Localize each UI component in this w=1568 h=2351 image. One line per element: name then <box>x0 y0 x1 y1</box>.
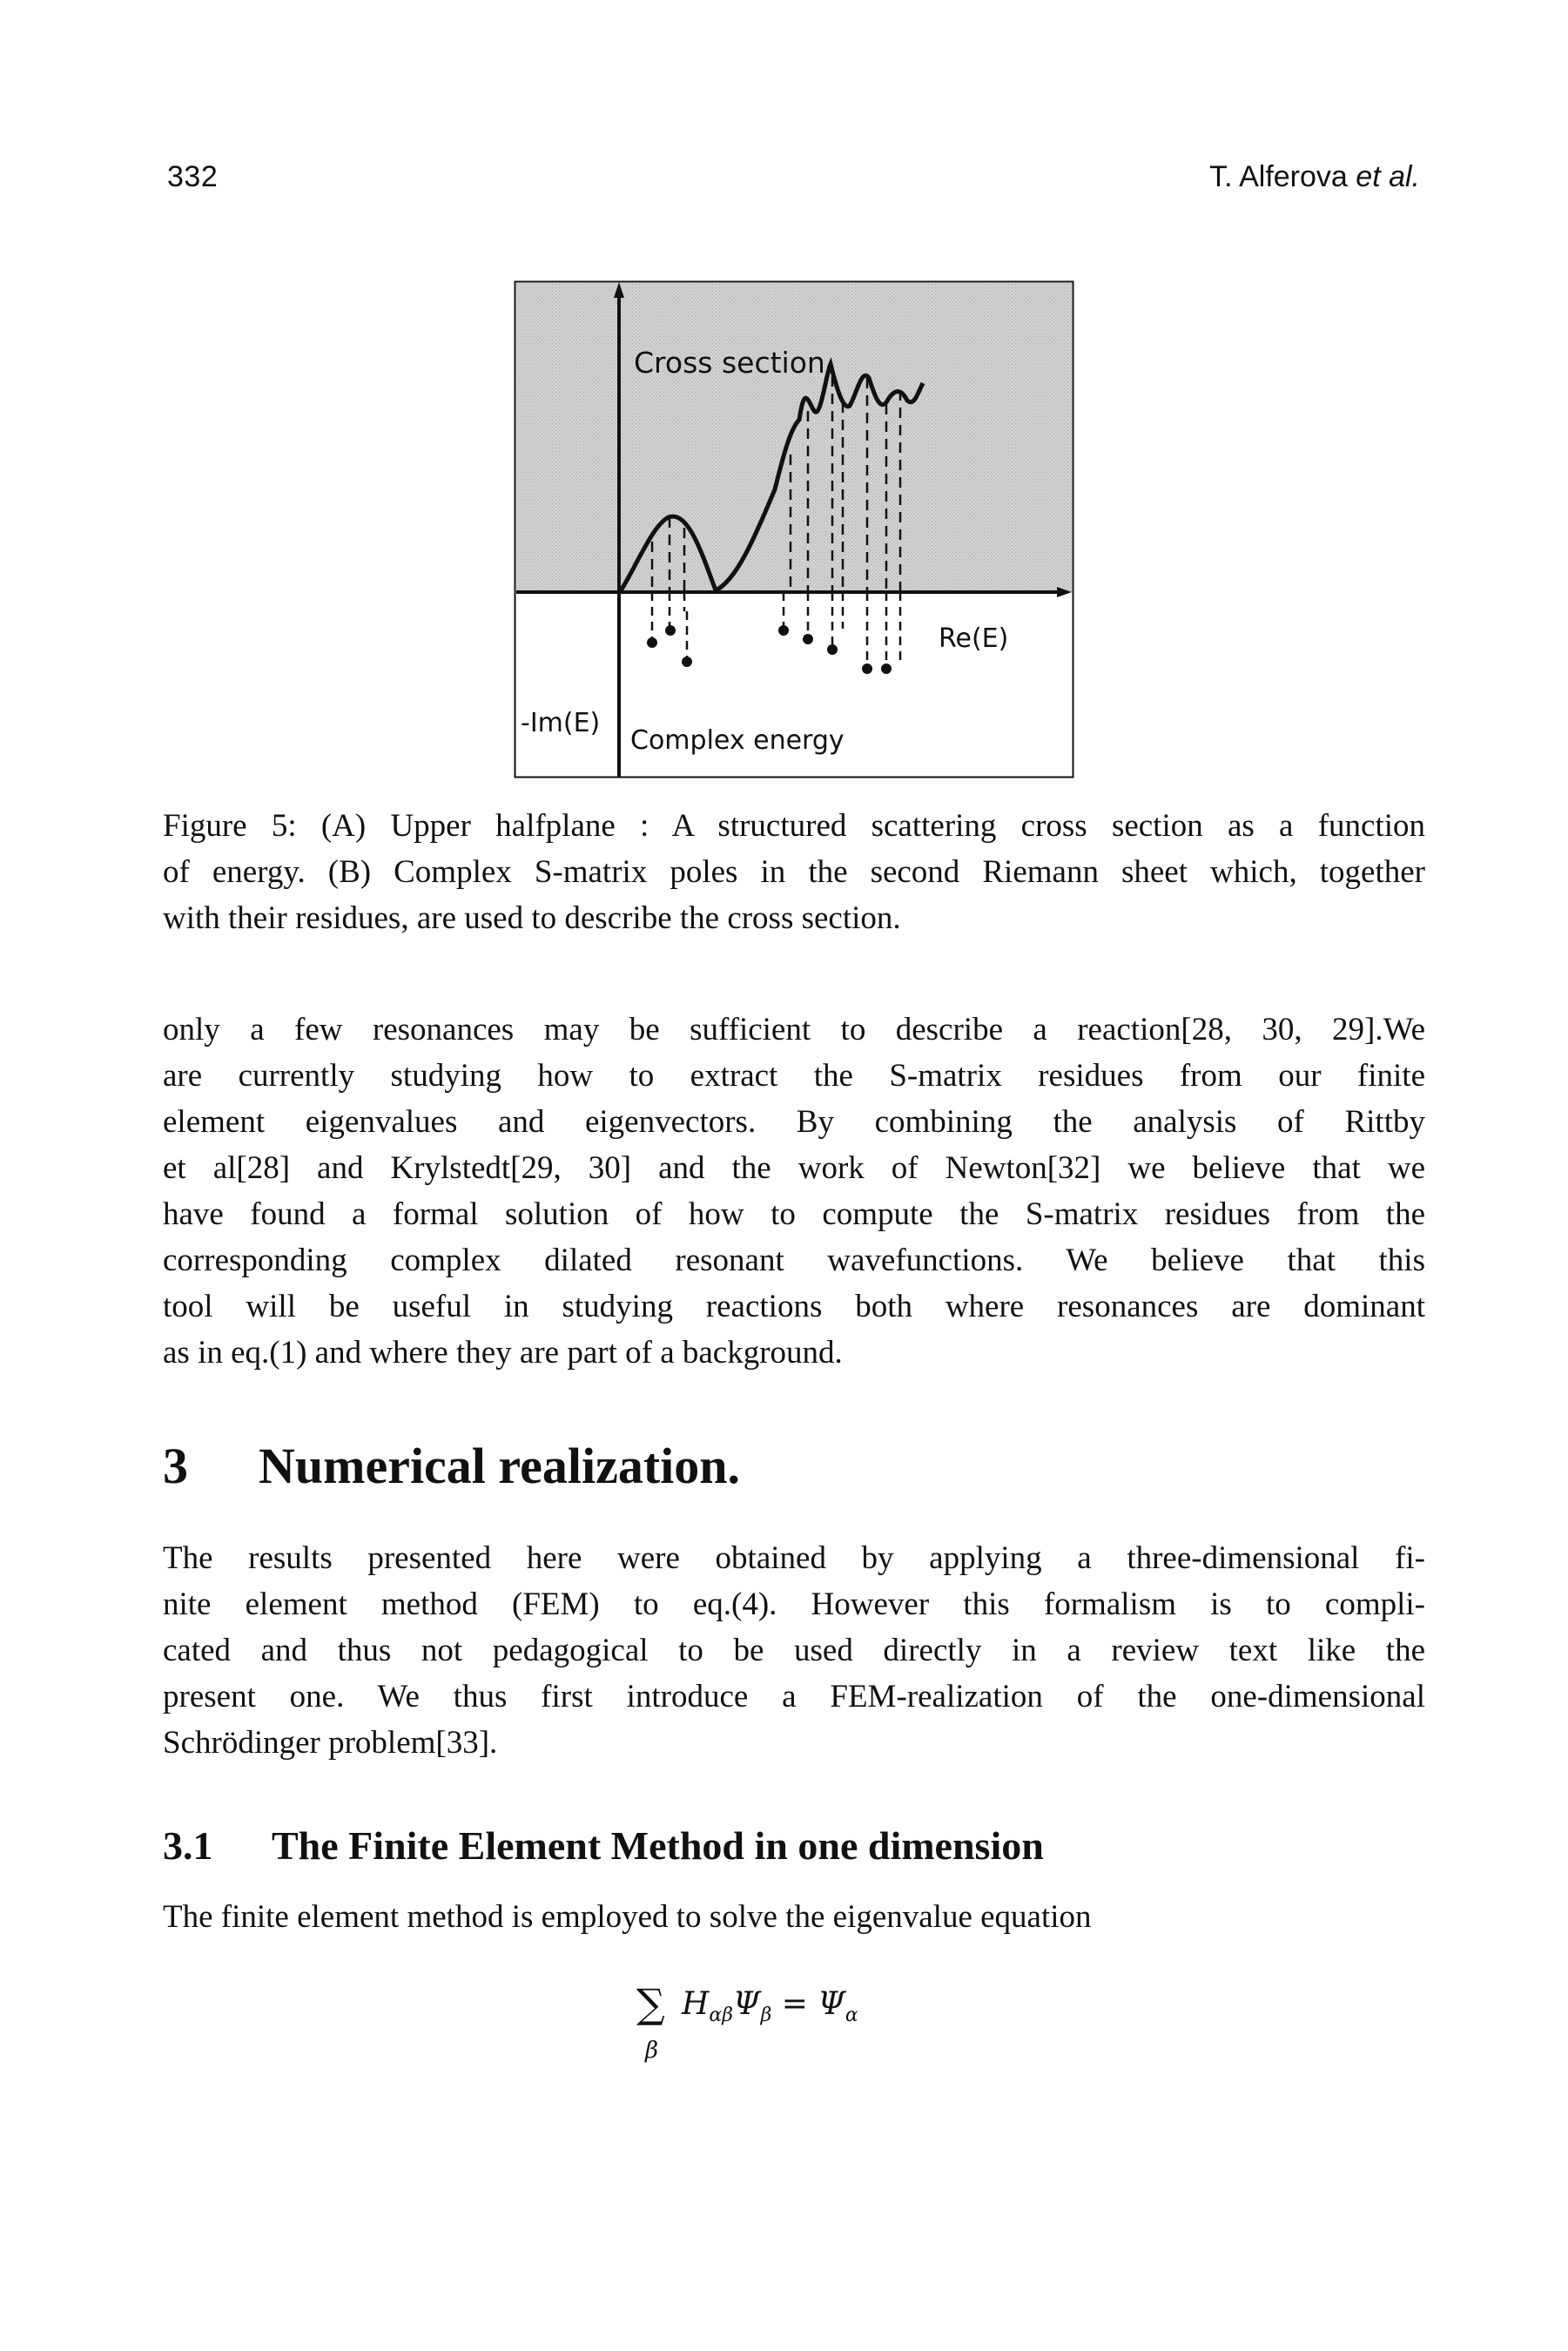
paragraph-line: The finite element method is employed to… <box>163 1899 1092 1935</box>
paragraph-line: Schrödinger problem[33]. <box>163 1725 498 1761</box>
upper-halfplane-shading <box>516 283 1072 592</box>
figure-5: Cross section Re(E) -Im(E) Complex energ… <box>514 280 1074 778</box>
paragraph-line: element eigenvalues and eigenvectors. By… <box>163 1104 1425 1140</box>
caption-line: Figure 5: (A) Upper halfplane : A struct… <box>163 808 1425 844</box>
re-axis-arrow <box>1057 587 1072 597</box>
paragraph-line: et al[28] and Krylstedt[29, 30] and the … <box>163 1150 1425 1186</box>
label-re-e: Re(E) <box>939 623 1008 654</box>
section-number: 3 <box>163 1438 188 1494</box>
paragraph-line: present one. We thus first introduce a F… <box>163 1679 1425 1714</box>
equation-body: HαβΨβ = Ψα <box>681 1986 858 2026</box>
label-cross-section: Cross section <box>634 346 825 380</box>
paragraph-line: are currently studying how to extract th… <box>163 1058 1425 1094</box>
resonance-dashes-upper <box>650 376 902 592</box>
paragraph-line: tool will be useful in studying reaction… <box>163 1289 1425 1324</box>
subsection-title: The Finite Element Method in one dimensi… <box>272 1823 1044 1868</box>
paragraph-line: cated and thus not pedagogical to be use… <box>163 1633 1425 1668</box>
running-head-etal: et al. <box>1356 160 1420 193</box>
eigenvalue-equation: ∑ β HαβΨβ = Ψα <box>0 1972 1568 2077</box>
page-number: 332 <box>167 160 219 193</box>
section-heading-3: 3 Numerical realization. <box>163 1437 740 1495</box>
paragraph-line: nite element method (FEM) to eq.(4). How… <box>163 1586 1425 1622</box>
cross-section-axis-arrow <box>614 282 624 298</box>
paragraph-line: The results presented here were obtained… <box>163 1540 1425 1576</box>
caption-line: of energy. (B) Complex S-matrix poles in… <box>163 854 1425 890</box>
equation-graphic: ∑ β HαβΨβ = Ψα <box>636 1980 858 2064</box>
sum-symbol: ∑ <box>636 1980 665 2027</box>
subsection-heading-3-1: 3.1 The Finite Element Method in one dime… <box>163 1822 1044 1869</box>
paragraph-resonances: only a few resonances may be sufficient … <box>163 1007 1425 1376</box>
paragraph-line: as in eq.(1) and where they are part of … <box>163 1335 843 1371</box>
running-head: T. Alferova et al. <box>1209 160 1420 194</box>
label-im-e: -Im(E) <box>521 708 600 738</box>
caption-line: with their residues, are used to describ… <box>163 900 901 936</box>
sum-index: β <box>644 2038 658 2064</box>
label-complex-energy: Complex energy <box>630 725 845 756</box>
cross-section-curve <box>617 357 925 594</box>
paragraph-line: only a few resonances may be sufficient … <box>163 1012 1425 1048</box>
paragraph-fem-intro: The finite element method is employed to… <box>163 1894 1425 1940</box>
s-matrix-poles <box>647 625 892 674</box>
paragraph-numerical: The results presented here were obtained… <box>163 1535 1425 1766</box>
paragraph-line: have found a formal solution of how to c… <box>163 1196 1425 1232</box>
resonance-dashes-lower <box>650 592 902 664</box>
paragraph-line: corresponding complex dilated resonant w… <box>163 1243 1425 1278</box>
running-head-author: T. Alferova <box>1209 160 1348 193</box>
figure-5-diagram: Cross section Re(E) -Im(E) Complex energ… <box>514 280 1074 778</box>
section-title: Numerical realization. <box>259 1438 741 1494</box>
figure-caption: Figure 5: (A) Upper halfplane : A struct… <box>163 803 1425 941</box>
subsection-number: 3.1 <box>163 1823 213 1868</box>
